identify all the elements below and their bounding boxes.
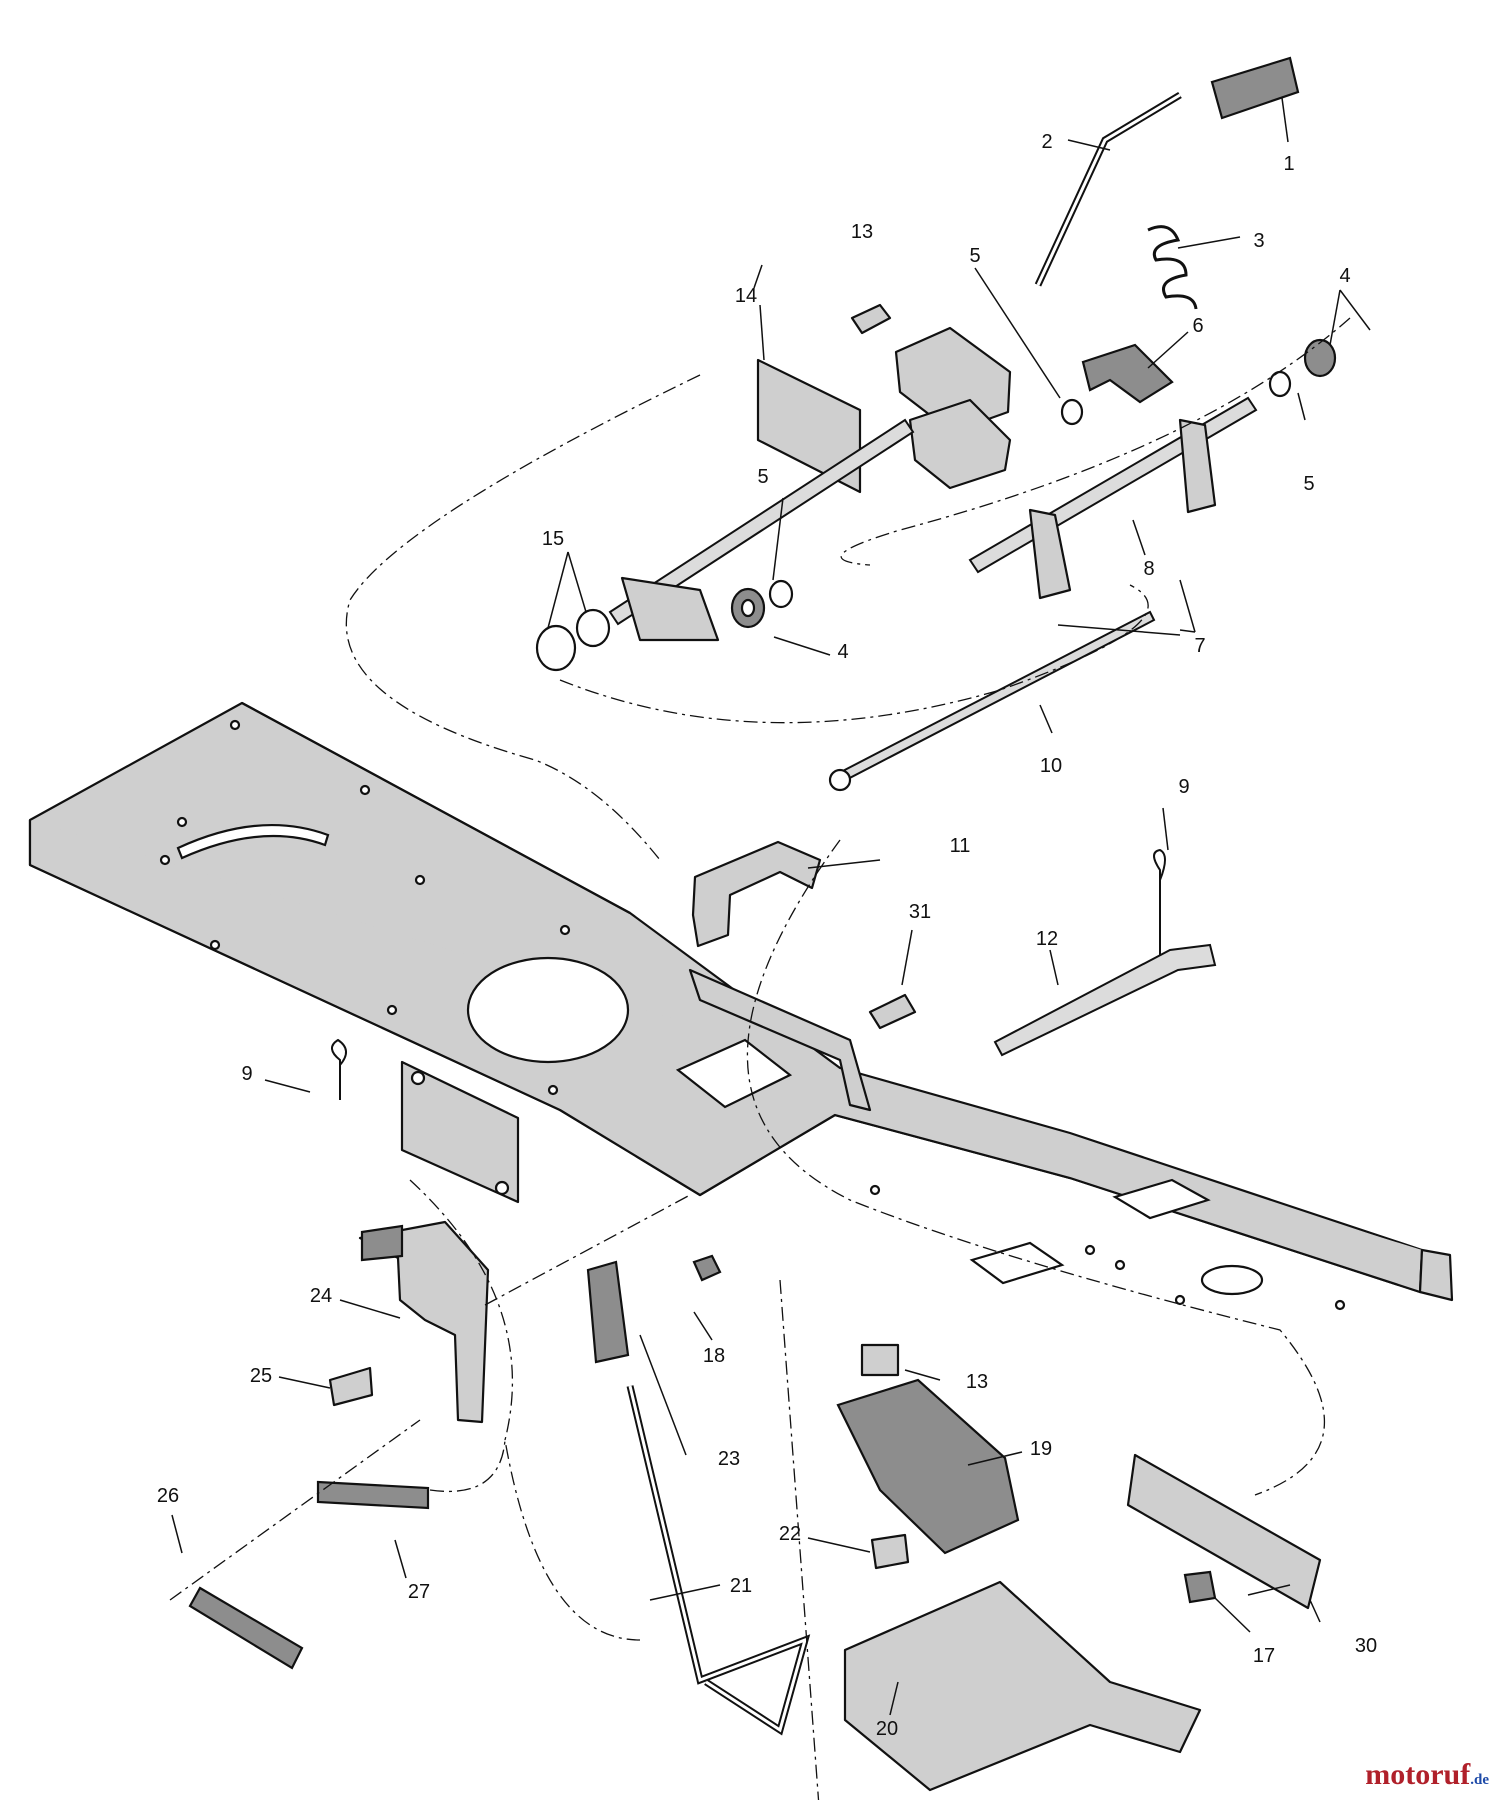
cross-shaft [608, 418, 915, 626]
pedal-rod-21 [626, 1385, 811, 1736]
washer-5 [768, 579, 794, 609]
callout-4a: 4 [1339, 265, 1350, 287]
callout-12: 12 [1036, 928, 1058, 950]
callout-24: 24 [310, 1285, 332, 1307]
bolt-22 [870, 1533, 910, 1570]
nut-17 [1183, 1570, 1217, 1604]
frame-bracket-plate [400, 1060, 520, 1204]
bolt-13 [860, 1343, 900, 1377]
bolt-13 [850, 303, 892, 335]
callout-6: 6 [1192, 315, 1203, 337]
bolt-25 [328, 1366, 374, 1407]
callout-30: 30 [1355, 1635, 1377, 1657]
callout-21: 21 [730, 1575, 752, 1597]
callout-17: 17 [1253, 1645, 1275, 1667]
bolt-31 [868, 993, 917, 1030]
pedal-pad-19 [836, 1378, 1020, 1555]
nut-18 [692, 1254, 722, 1282]
callout-10: 10 [1040, 755, 1062, 777]
shaft-arm-plate [620, 576, 720, 642]
bushing-6 [1081, 343, 1174, 404]
lever-plate-14 [756, 358, 862, 494]
callout-20: 20 [876, 1718, 898, 1740]
pivot-bracket-24 [358, 1220, 490, 1424]
hitch-pin-9 [331, 1038, 347, 1100]
callout-27: 27 [408, 1581, 430, 1603]
rod-10 [833, 610, 1156, 785]
callout-5a: 5 [969, 245, 980, 267]
frame-channel-bracket [688, 968, 872, 1112]
callout-23: 23 [718, 1448, 740, 1470]
callout-7: 7 [1194, 635, 1205, 657]
spring-27 [316, 1480, 430, 1510]
slotted-plate [908, 398, 1012, 490]
callout-22: 22 [779, 1523, 801, 1545]
washer-15 [575, 608, 611, 648]
callout-14: 14 [735, 285, 757, 307]
assembly-lines [169, 317, 1351, 1800]
frame-square-hole [969, 1241, 1065, 1285]
callout-9b: 9 [241, 1063, 252, 1085]
link-plate-20 [843, 1580, 1202, 1792]
spring-3 [1147, 225, 1198, 310]
callout-13a: 13 [851, 221, 873, 243]
hitch-pin-9 [1153, 848, 1166, 955]
frame-curved-slot [176, 823, 330, 860]
pedal-grip-23 [586, 1260, 630, 1364]
callout-4b: 4 [837, 641, 848, 663]
callout-13b: 13 [966, 1371, 988, 1393]
callout-5b: 5 [1303, 473, 1314, 495]
callout-2: 2 [1041, 131, 1052, 153]
shaft-arm-7 [1028, 508, 1072, 600]
callout-9a: 9 [1178, 776, 1189, 798]
slotted-plate [894, 326, 1012, 434]
spring-26 [188, 1586, 304, 1670]
frame-square-hole [1112, 1178, 1211, 1220]
rod-12 [993, 943, 1217, 1057]
watermark-logo: motoruf.de [1365, 1758, 1489, 1792]
bracket-11 [691, 840, 822, 948]
callout-5c: 5 [757, 466, 768, 488]
callout-26: 26 [157, 1485, 179, 1507]
callout-31: 31 [909, 901, 931, 923]
washer-4 [1303, 338, 1337, 378]
callout-19: 19 [1030, 1438, 1052, 1460]
callout-3: 3 [1253, 230, 1264, 252]
watermark-brand: motoruf [1365, 1758, 1471, 1791]
watermark-tld: .de [1470, 1772, 1489, 1788]
leader-lines [171, 97, 1371, 1716]
hand-grip-1 [1210, 56, 1300, 120]
shaft-arm-7 [1178, 418, 1217, 514]
callout-18: 18 [703, 1345, 725, 1367]
callout-11: 11 [950, 835, 971, 857]
callout-15: 15 [542, 528, 564, 550]
washer-15 [535, 624, 577, 672]
lever-rod-2 [1034, 91, 1182, 287]
callout-labels: 1 2 3 4 4 5 5 5 6 7 8 9 9 10 11 12 13 13… [157, 131, 1377, 1740]
callout-1: 1 [1283, 153, 1294, 175]
frame-round-hole [466, 956, 630, 1064]
strap-30 [1126, 1453, 1322, 1610]
callout-25: 25 [250, 1365, 272, 1387]
callout-8: 8 [1143, 558, 1154, 580]
